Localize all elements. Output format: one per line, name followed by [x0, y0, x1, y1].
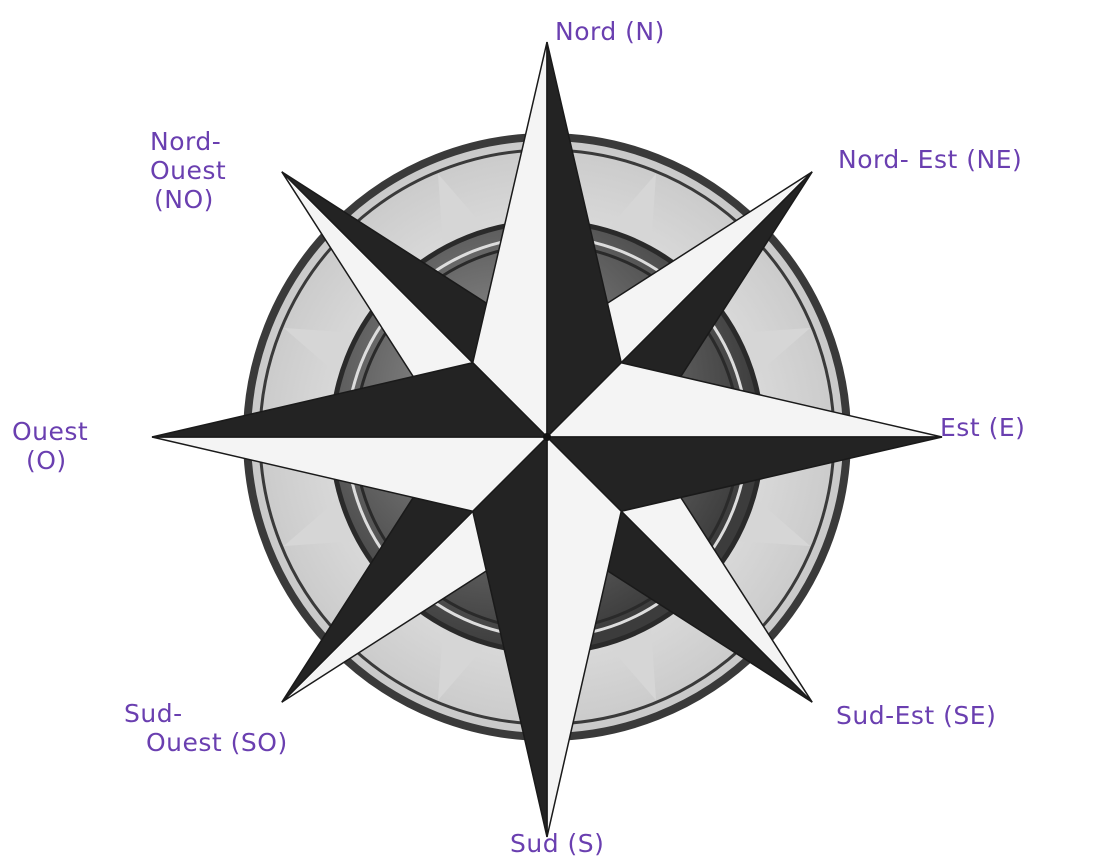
label-nord-est-text: Nord- Est (NE)	[838, 146, 1022, 175]
label-nord-ouest-line2: Ouest	[150, 157, 226, 186]
label-est-text: Est (E)	[940, 414, 1025, 443]
label-sud-est: Sud-Est (SE)	[836, 702, 996, 731]
label-sud-ouest: Sud- Ouest (SO)	[124, 700, 288, 758]
label-ouest-line2: (O)	[12, 447, 88, 476]
label-nord-text: Nord (N)	[555, 18, 665, 47]
label-nord-ouest: Nord- Ouest (NO)	[150, 128, 226, 214]
label-sud-ouest-line1: Sud-	[124, 700, 288, 729]
label-ouest-line1: Ouest	[12, 418, 88, 447]
label-sud: Sud (S)	[510, 830, 604, 859]
label-ouest: Ouest (O)	[12, 418, 88, 476]
label-sud-text: Sud (S)	[510, 830, 604, 859]
label-nord-ouest-line1: Nord-	[150, 128, 226, 157]
label-sud-ouest-line2: Ouest (SO)	[124, 729, 288, 758]
label-est: Est (E)	[940, 414, 1025, 443]
label-nord-ouest-line3: (NO)	[150, 186, 226, 215]
label-sud-est-text: Sud-Est (SE)	[836, 702, 996, 731]
label-nord-est: Nord- Est (NE)	[838, 146, 1022, 175]
label-nord: Nord (N)	[555, 18, 665, 47]
center-dot	[543, 433, 551, 441]
